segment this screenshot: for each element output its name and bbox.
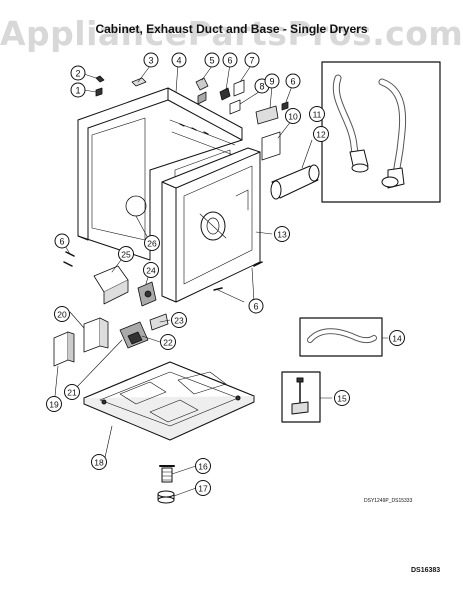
callout-label: 8: [259, 82, 264, 92]
callout-24: 24: [143, 262, 159, 278]
callout-label: 1: [75, 86, 80, 96]
callout-label: 19: [49, 400, 59, 410]
callout-13: 13: [274, 226, 290, 242]
callout-label: 12: [316, 130, 326, 140]
callout-label: 6: [253, 302, 258, 312]
leveling-leg: [157, 465, 175, 504]
callout-22: 22: [160, 334, 176, 350]
callout-6: 6: [248, 298, 264, 314]
callout-label: 16: [198, 462, 208, 472]
callout-label: 22: [163, 338, 173, 348]
callout-25: 25: [118, 246, 134, 262]
callout-21: 21: [64, 384, 80, 400]
callout-10: 10: [285, 108, 301, 124]
callout-5: 5: [204, 52, 220, 68]
document-code: DSY1249P_DS15333: [364, 498, 413, 504]
callout-15: 15: [334, 390, 350, 406]
callout-16: 16: [195, 458, 211, 474]
callout-label: 9: [269, 77, 274, 87]
callout-23: 23: [171, 312, 187, 328]
callout-2: 2: [70, 65, 86, 81]
callout-12: 12: [313, 126, 329, 142]
callout-label: 21: [67, 388, 77, 398]
callout-label: 6: [59, 237, 64, 247]
callout-label: 15: [337, 394, 347, 404]
callout-label: 24: [146, 266, 156, 276]
callout-label: 23: [174, 316, 184, 326]
front-cabinet-panel: [161, 147, 261, 303]
control-components: [53, 265, 169, 367]
callout-label: 10: [288, 112, 298, 122]
callout-14: 14: [389, 330, 405, 346]
callout-label: 3: [148, 56, 153, 66]
callout-7: 7: [244, 52, 260, 68]
callout-6: 6: [54, 233, 70, 249]
exhaust-duct: [270, 164, 320, 200]
hose-kit: [299, 317, 383, 357]
callout-label: 6: [227, 56, 232, 66]
callout-label: 13: [277, 230, 287, 240]
callout-4: 4: [171, 52, 187, 68]
diagram-id: DS16383: [411, 567, 441, 574]
callout-19: 19: [46, 396, 62, 412]
callout-9: 9: [264, 73, 280, 89]
callout-label: 26: [147, 239, 157, 249]
callout-label: 6: [290, 77, 295, 87]
callout-label: 17: [198, 484, 208, 494]
callout-11: 11: [309, 106, 325, 122]
callouts: 1 2 3 4 5 6 7 8 9 6 10 11 12 6 13 6 14 1…: [46, 52, 405, 496]
callout-26: 26: [144, 235, 160, 251]
callout-label: 25: [121, 250, 131, 260]
flex-hose-kit: [321, 61, 441, 203]
callout-label: 5: [209, 56, 214, 66]
callout-20: 20: [54, 306, 70, 322]
callout-label: 7: [249, 56, 254, 66]
callout-label: 2: [75, 69, 80, 79]
callout-label: 11: [313, 110, 322, 120]
diagram-title: Cabinet, Exhaust Duct and Base - Single …: [95, 22, 368, 36]
watermark: AppliancePartsPros.com: [0, 14, 463, 53]
dryer-base: [83, 361, 255, 441]
callout-17: 17: [195, 480, 211, 496]
callout-6: 6: [222, 52, 238, 68]
callout-3: 3: [143, 52, 159, 68]
callout-label: 20: [57, 310, 67, 320]
callout-6: 6: [285, 73, 301, 89]
callout-18: 18: [91, 454, 107, 470]
callout-1: 1: [70, 82, 86, 98]
callout-label: 18: [94, 458, 104, 468]
leveling-leg-kit: [281, 371, 321, 423]
callout-label: 4: [176, 56, 181, 66]
callout-label: 14: [392, 334, 402, 344]
